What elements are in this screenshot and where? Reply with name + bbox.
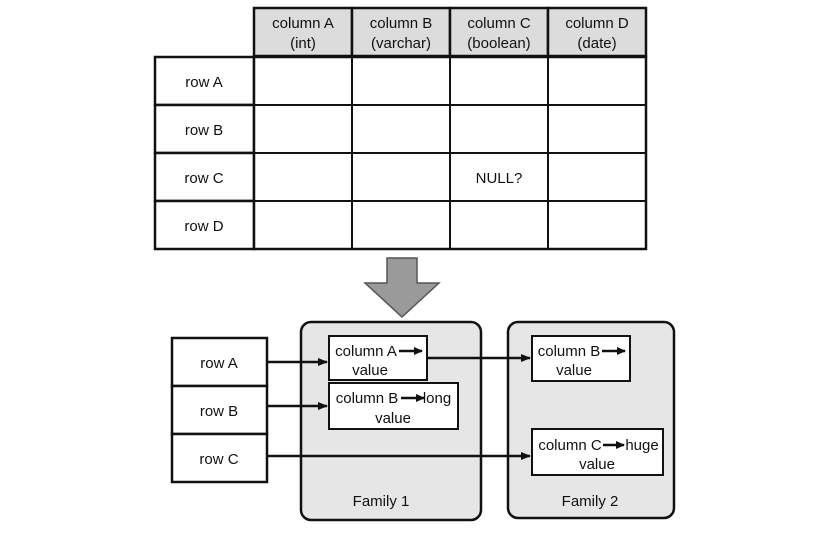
- relational-table: column A (int) column B (varchar) column…: [153, 6, 648, 251]
- header-cell-d: [546, 6, 648, 58]
- column-c-name: column C: [467, 15, 531, 32]
- family-1-cell-column-b-name: column B: [336, 390, 399, 407]
- family-1-cell-column-b: [328, 382, 459, 430]
- table-header: column A (int) column B (varchar) column…: [252, 6, 648, 58]
- column-a-type: (int): [290, 35, 316, 52]
- row-key-b-label: row B: [200, 403, 238, 420]
- family-2: Family 2 column B value column C huge va…: [506, 320, 676, 520]
- row-c-label: row C: [184, 170, 223, 187]
- row-key-c: [170, 432, 269, 484]
- family-1-cell-column-a-name: column A: [335, 343, 397, 360]
- family-1-label: Family 1: [353, 493, 410, 510]
- column-d-type: (date): [577, 35, 616, 52]
- row-b-label: row B: [185, 122, 223, 139]
- family-1-cell-column-b-suffix: long: [423, 390, 451, 407]
- column-d-name: column D: [565, 15, 629, 32]
- family-2-cell-column-b-value: value: [556, 362, 592, 379]
- row-key-a: [170, 336, 269, 388]
- connector-arrows: [267, 354, 531, 460]
- family-2-cell-column-b: [531, 335, 631, 382]
- row-d-label: row D: [184, 218, 223, 235]
- row-key-c-label: row C: [199, 451, 238, 468]
- row-header-d: [153, 199, 256, 251]
- column-c-type: (boolean): [467, 35, 530, 52]
- down-arrow-icon: [363, 257, 441, 319]
- row-header-b: [153, 103, 256, 155]
- row-key-a-label: row A: [200, 355, 238, 372]
- family-2-cell-column-c-name: column C: [538, 437, 602, 454]
- column-b-name: column B: [370, 15, 433, 32]
- family-2-cell-column-c-suffix: huge: [625, 437, 658, 454]
- family-2-cell-column-b-name: column B: [538, 343, 601, 360]
- family-2-label: Family 2: [562, 493, 619, 510]
- family-1: Family 1 column A value column B long va…: [299, 320, 483, 522]
- row-keys: row A row B row C: [170, 336, 269, 484]
- column-b-type: (varchar): [371, 35, 431, 52]
- family-1-cell-column-a-value: value: [352, 362, 388, 379]
- family-2-cell-column-c: [531, 428, 664, 476]
- row-a-label: row A: [185, 74, 223, 91]
- table-row-headers: row A row B row C row D: [153, 55, 256, 251]
- family-1-cell-column-a: [328, 335, 428, 381]
- family-2-cell-column-c-value: value: [579, 456, 615, 473]
- family-1-cell-column-b-value: value: [375, 410, 411, 427]
- table-body: NULL?: [252, 55, 648, 251]
- cell-row-c-column-c: NULL?: [476, 170, 523, 187]
- column-a-name: column A: [272, 15, 334, 32]
